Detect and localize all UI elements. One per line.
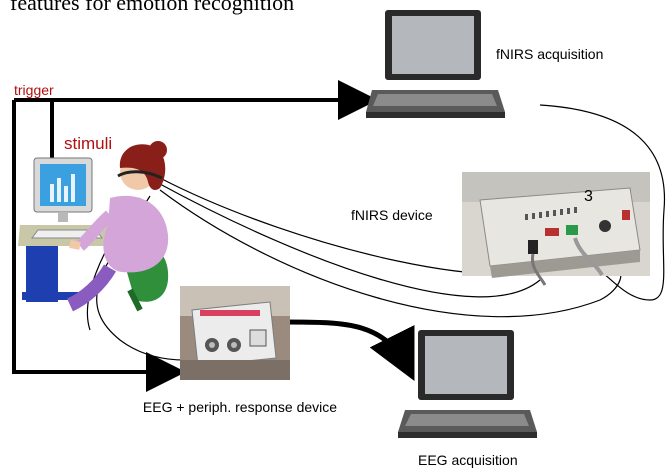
trigger-label: trigger xyxy=(14,82,54,98)
header-text: features for emotion recognition xyxy=(10,0,295,15)
fnirs-device-photo xyxy=(462,172,650,286)
eeg-device-label: EEG + periph. response device xyxy=(142,399,338,415)
eeg-acquisition-label: EEG acquisition xyxy=(418,452,518,468)
eeg-acquisition-laptop xyxy=(398,330,537,438)
fnirs-acquisition-laptop xyxy=(366,10,505,118)
stimuli-label: stimuli xyxy=(64,134,113,153)
person-at-computer xyxy=(18,141,169,312)
trigger-arrows xyxy=(12,80,378,392)
eeg-device-photo xyxy=(180,286,290,380)
fnirs-device-number: 3 xyxy=(584,188,593,205)
eeg-to-acquisition-arrow xyxy=(281,319,415,381)
fnirs-device-label: fNIRS device xyxy=(351,207,433,223)
fnirs-acquisition-label: fNIRS acquisition xyxy=(496,46,604,62)
